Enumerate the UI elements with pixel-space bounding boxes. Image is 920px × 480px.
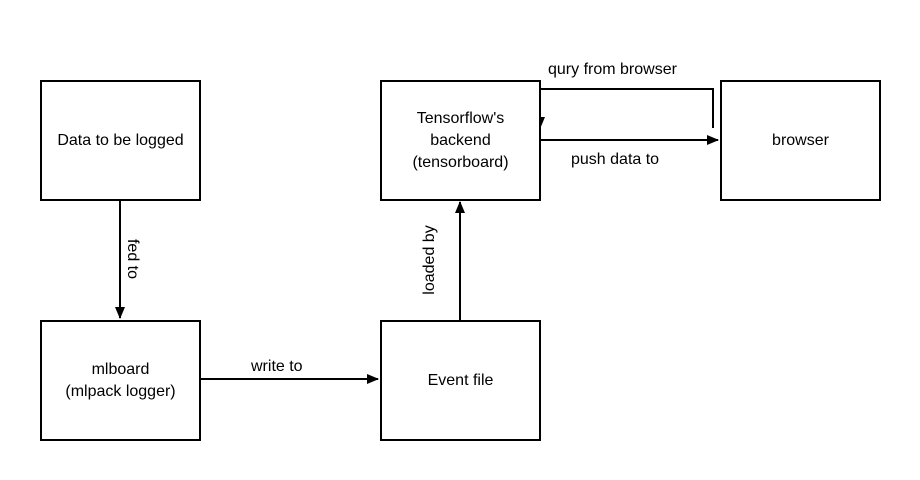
- node-data-to-be-logged: Data to be logged: [40, 80, 201, 201]
- node-browser: browser: [720, 80, 881, 201]
- node-event-file: Event file: [380, 320, 541, 441]
- edge-label-qury-from-browser: qury from browser: [548, 60, 677, 80]
- node-browser-label: browser: [772, 131, 829, 149]
- node-tensorflow-backend: Tensorflow's backend (tensorboard): [380, 80, 541, 201]
- edge-label-write-to: write to: [251, 357, 303, 377]
- node-tensorflow-backend-label: Tensorflow's backend (tensorboard): [412, 109, 509, 171]
- node-mlboard-label: mlboard (mlpack logger): [65, 360, 176, 400]
- node-mlboard: mlboard (mlpack logger): [40, 320, 201, 441]
- edge-label-fed-to: fed to: [122, 238, 142, 280]
- node-event-file-label: Event file: [427, 371, 494, 389]
- edge-label-loaded-by: loaded by: [420, 225, 440, 295]
- edge-qury-from-browser: [535, 88, 714, 129]
- edge-label-push-data-to: push data to: [571, 150, 660, 170]
- node-data-to-be-logged-label: Data to be logged: [57, 131, 184, 149]
